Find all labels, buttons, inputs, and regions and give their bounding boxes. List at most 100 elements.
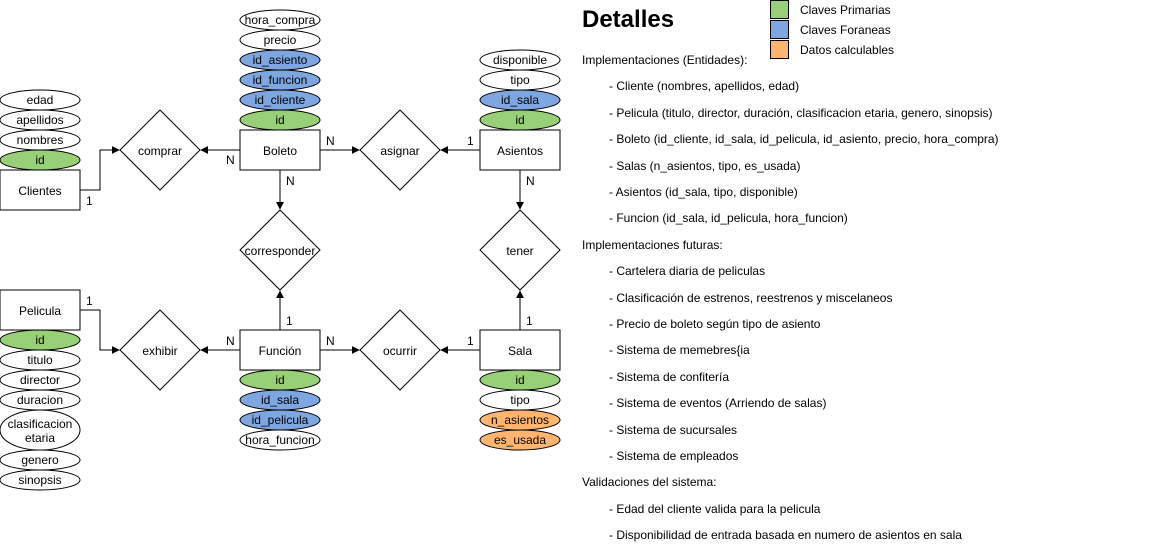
attribute-label: edad [27,93,54,107]
attribute-plain-duracion[interactable]: duracion [0,389,81,411]
attribute-foreign-id-cliente[interactable]: id_cliente [239,89,321,111]
cardinality-asientos-asignar: 1 [467,134,474,148]
attribute-label: hora_compra [245,13,316,27]
details-item: - Pelicula (titulo, director, duración, … [609,105,993,120]
attribute-label: hora_funcion [245,433,314,447]
attribute-foreign-id-pelicula[interactable]: id_pelicula [239,409,321,431]
attribute-label: tipo [510,73,530,87]
attribute-shape [479,109,561,131]
relationship-asignar[interactable]: asignar [359,109,441,191]
attribute-label: apellidos [16,113,63,127]
attribute-label: id [35,333,44,347]
relationship-comprar[interactable]: comprar [119,109,201,191]
details-item: - Boleto (id_cliente, id_sala, id_pelicu… [609,132,999,147]
attribute-plain-tipo[interactable]: tipo [479,69,561,91]
attribute-plain-director[interactable]: director [0,369,81,391]
attribute-label: es_usada [494,433,546,447]
attribute-calculable-es-usada[interactable]: es_usada [479,429,561,451]
details-item: - Sistema de empleados [609,449,739,463]
relationship-label: asignar [380,144,419,158]
connectors [80,146,524,354]
relationship-label: comprar [138,144,182,158]
attribute-primary-id[interactable]: id [239,369,321,391]
attribute-label: id [35,153,44,167]
legend-swatch [770,40,789,59]
attribute-calculable-n-asientos[interactable]: n_asientos [479,409,561,431]
attribute-primary-id[interactable]: id [0,149,81,171]
attribute-label: id_sala [501,93,539,107]
details-item: - Edad del cliente valida para la pelicu… [609,501,821,516]
attribute-plain-hora-funcion[interactable]: hora_funcion [239,429,321,451]
legend-label: Claves Primarias [800,3,891,17]
attribute-primary-id[interactable]: id [479,369,561,391]
entity-asientos[interactable]: Asientos [479,129,561,171]
connector-pelicula-exhibir [80,309,120,354]
details-item: - Sistema de sucursales [609,422,738,437]
details-heading: Implementaciones futuras: [582,237,723,252]
relationship-tener[interactable]: tener [479,209,561,291]
details-item: - Clasificación de estrenos, reestrenos … [609,290,893,305]
attribute-plain-edad[interactable]: edad [0,89,81,111]
entity-boleto[interactable]: Boleto [239,129,321,171]
entity-funcion[interactable]: Función [239,329,321,371]
attribute-foreign-id-sala[interactable]: id_sala [479,89,561,111]
relationship-exhibir[interactable]: exhibir [119,309,201,391]
details-item: - Asientos (id_sala, tipo, disponible) [609,185,798,199]
attribute-plain-disponible[interactable]: disponible [479,49,561,71]
entity-pelicula[interactable]: Pelicula [0,289,81,331]
cardinality-clientes-comprar: 1 [86,194,93,208]
attribute-plain-apellidos[interactable]: apellidos [0,109,81,131]
details-title: Detalles [582,6,675,33]
attribute-primary-id[interactable]: id [479,109,561,131]
attribute-plain-precio[interactable]: precio [239,29,321,51]
attribute-plain-genero[interactable]: genero [0,449,81,471]
attribute-label: n_asientos [491,413,549,427]
attribute-label: sinopsis [18,473,61,487]
relationship-ocurrir[interactable]: ocurrir [359,309,441,391]
attribute-label: id_pelicula [252,413,309,427]
attribute-label: id [515,373,524,387]
attribute-plain-sinopsis[interactable]: sinopsis [0,469,81,491]
attribute-label: id [275,113,284,127]
legend-item: Claves Foraneas [770,20,1000,40]
relationship-corresponder[interactable]: corresponder [239,209,321,291]
attribute-plain-hora-compra[interactable]: hora_compra [239,9,321,31]
details-heading: Validaciones del sistema: [582,475,717,490]
relationship-label: tener [506,244,533,258]
cardinality-asientos-tener: N [526,174,535,188]
attribute-plain-tipo[interactable]: tipo [479,389,561,411]
cardinality-boleto-asignar: N [326,134,335,148]
attribute-label: nombres [17,133,64,147]
attribute-shape [239,109,321,131]
attribute-shape [0,149,81,171]
relationship-label: ocurrir [383,344,417,358]
attribute-foreign-id-sala[interactable]: id_sala [239,389,321,411]
attribute-label: id_funcion [253,73,308,87]
attribute-primary-id[interactable]: id [239,109,321,131]
entity-clientes[interactable]: Clientes [0,169,81,211]
relationship-label: exhibir [142,344,177,358]
attribute-label: id_asiento [253,53,308,67]
attribute-primary-id[interactable]: id [0,329,81,351]
details-item: - Sistema de memebres{ia [609,343,750,358]
attribute-foreign-id-funcion[interactable]: id_funcion [239,69,321,91]
entity-sala[interactable]: Sala [479,329,561,371]
legend-item: Datos calculables [770,40,1000,60]
attribute-label: id [515,113,524,127]
details-item: - Funcion (id_sala, id_pelicula, hora_fu… [609,211,848,226]
attribute-shape [0,469,81,491]
attribute-plain-titulo[interactable]: titulo [0,349,81,371]
attribute-label: id_sala [261,393,299,407]
details-item: - Disponibilidad de entrada basada en nu… [609,528,962,543]
legend-swatch [770,0,789,19]
attribute-plain-nombres[interactable]: nombres [0,129,81,151]
cardinality-boleto-comprar: N [226,153,235,167]
entity-label: Clientes [18,184,61,198]
entity-label: Boleto [263,144,297,158]
relationship-label: corresponder [245,244,316,258]
attribute-foreign-id-asiento[interactable]: id_asiento [239,49,321,71]
